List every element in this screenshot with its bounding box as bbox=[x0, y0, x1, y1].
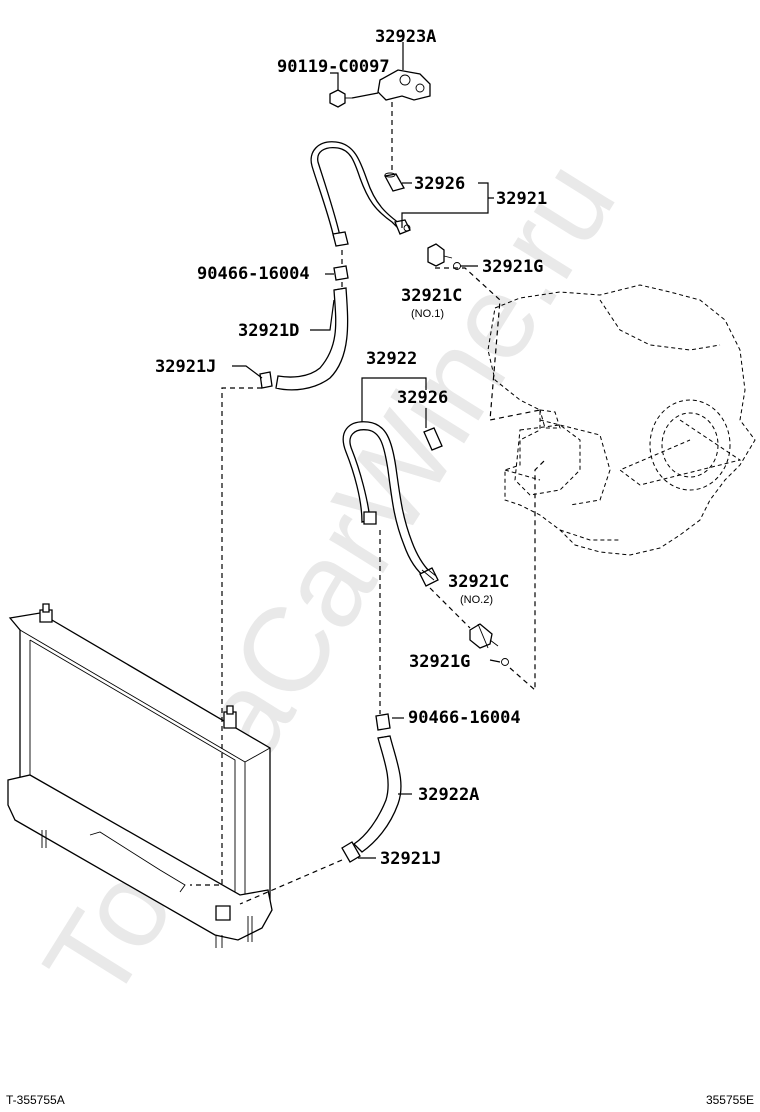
label-no1-note: (NO.1) bbox=[411, 308, 444, 320]
label-32923a: 32923A bbox=[375, 27, 436, 47]
hose-32921-part bbox=[310, 141, 411, 247]
label-90466-16004-lower: 90466-16004 bbox=[408, 708, 521, 728]
hose-32922a-part bbox=[352, 735, 402, 853]
watermark: ToyotaCarWine.ru bbox=[18, 138, 641, 1023]
radiator bbox=[7, 603, 273, 948]
footer-right-code: 355755E bbox=[706, 1093, 754, 1107]
transmission-outline bbox=[487, 284, 756, 556]
label-32921g-lower: 32921G bbox=[409, 652, 470, 672]
gasket-lower-part bbox=[501, 658, 509, 666]
clamp-32921j-lower-part bbox=[341, 841, 361, 863]
clamp-32921j-upper-part bbox=[259, 371, 273, 389]
sleeve-32926-upper-part bbox=[384, 172, 405, 192]
leader-lines bbox=[232, 42, 501, 859]
union-32921c-no1-part bbox=[427, 243, 453, 267]
footer-left-code: T-355755A bbox=[6, 1093, 65, 1107]
label-no2-note: (NO.2) bbox=[460, 594, 493, 606]
union-32921c-no2-part bbox=[469, 623, 499, 649]
label-32921g-upper: 32921G bbox=[482, 257, 543, 277]
hose-32921d-part bbox=[275, 287, 349, 391]
label-32921: 32921 bbox=[496, 189, 547, 209]
label-32926-lower: 32926 bbox=[397, 388, 448, 408]
hose-32922-part bbox=[342, 421, 439, 587]
bolt-90119-part bbox=[329, 89, 352, 108]
label-32921d: 32921D bbox=[238, 321, 299, 341]
label-32921c-no2: 32921C bbox=[448, 572, 509, 592]
label-32921j-upper: 32921J bbox=[155, 357, 216, 377]
sleeve-32926-lower-part bbox=[423, 427, 443, 451]
label-90466-16004-upper: 90466-16004 bbox=[197, 264, 310, 284]
label-90119-c0097: 90119-C0097 bbox=[277, 57, 390, 77]
dashed-connections bbox=[190, 100, 546, 905]
clip-90466-upper-part bbox=[333, 265, 349, 281]
label-32921j-lower: 32921J bbox=[380, 849, 441, 869]
label-32921c-no1: 32921C bbox=[401, 286, 462, 306]
label-32926-upper: 32926 bbox=[414, 174, 465, 194]
clamp-32923a-part bbox=[377, 69, 431, 101]
label-32922: 32922 bbox=[366, 349, 417, 369]
label-32922a: 32922A bbox=[418, 785, 479, 805]
clip-90466-lower-part bbox=[375, 713, 391, 731]
